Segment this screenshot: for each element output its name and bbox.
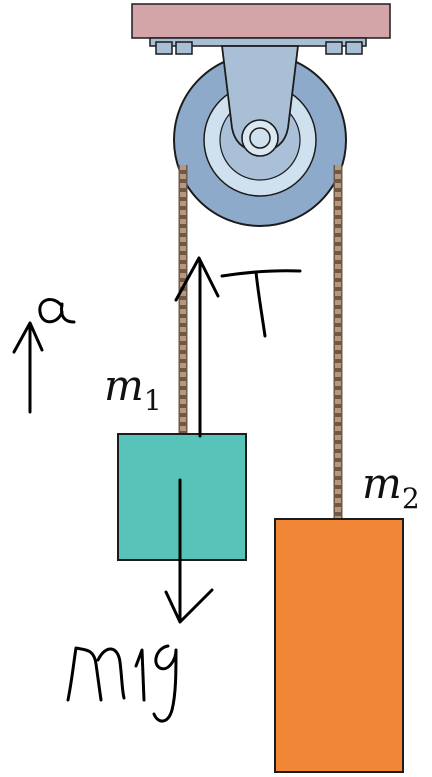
pulley-axle [241,119,279,157]
block-m1 [117,433,247,561]
mass-2-symbol: m [362,459,402,508]
mass-1-label: m1 [104,361,162,417]
mass-1-symbol: m [104,361,144,410]
acceleration-arrow-icon [12,321,44,414]
right-bolt-icon [325,41,363,55]
ceiling-plate [131,3,391,39]
block-m2 [274,518,404,773]
mass-2-label: m2 [362,459,420,515]
tension-handwritten-T [220,269,302,338]
mass-2-subscript: 2 [402,482,420,515]
acceleration-handwritten-a [38,297,76,324]
left-bolt-icon [155,41,193,55]
weight-arrow-icon [164,478,214,624]
tension-arrow-icon [174,256,220,438]
mass-1-subscript: 1 [144,384,162,417]
weight-handwritten-m1g [66,644,178,723]
